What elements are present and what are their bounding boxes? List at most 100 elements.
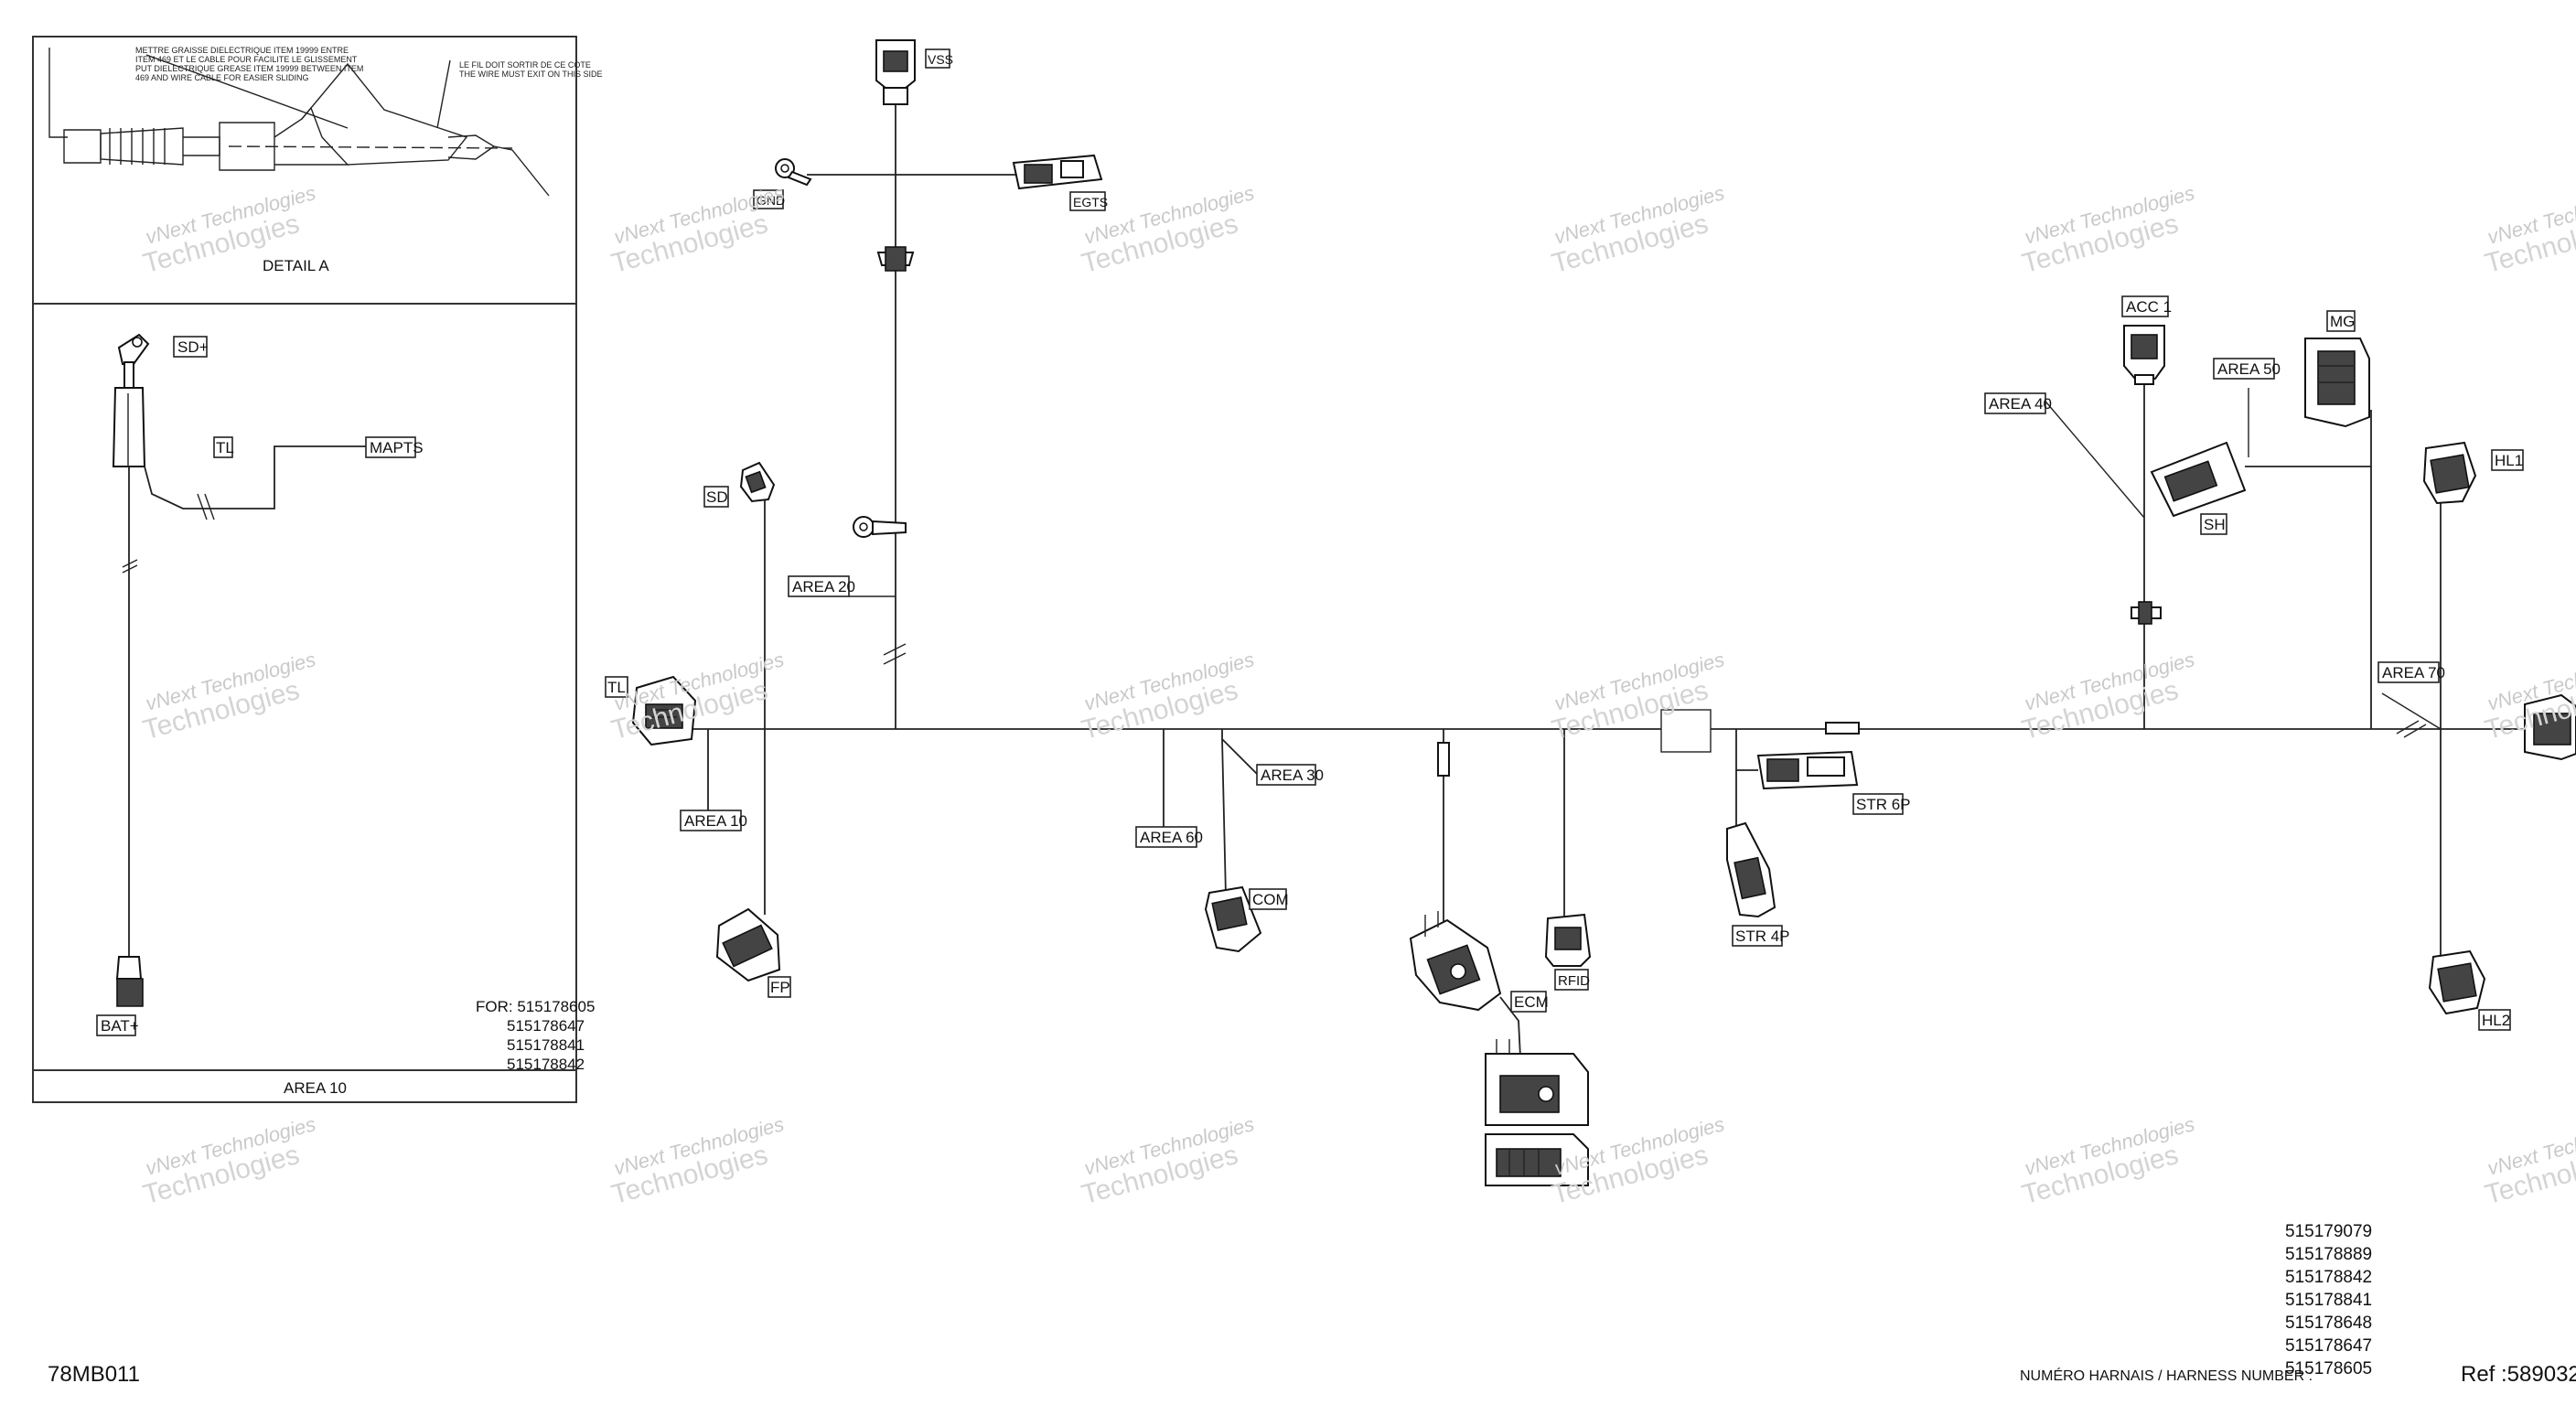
svg-text:ITEM 469 ET LE CABLE POUR FACI: ITEM 469 ET LE CABLE POUR FACILITE LE GL… xyxy=(135,55,358,64)
wire-clip-acc xyxy=(2131,601,2162,625)
splice-box xyxy=(1660,709,1712,753)
svg-text:TL: TL xyxy=(216,439,234,456)
svg-text:LE FIL DOIT SORTIR DE CE COTE: LE FIL DOIT SORTIR DE CE COTE xyxy=(459,60,591,70)
svg-text:COM: COM xyxy=(1252,891,1289,908)
svg-text:515178842: 515178842 xyxy=(507,1056,585,1073)
svg-text:AREA 10: AREA 10 xyxy=(684,812,747,830)
svg-text:THE WIRE MUST EXIT ON THIS SID: THE WIRE MUST EXIT ON THIS SIDE xyxy=(459,70,603,79)
reference-number: Ref :589032 xyxy=(2461,1362,2576,1387)
eyelet-terminal-area20 xyxy=(853,516,907,538)
footer: 78MB011 NUMÉRO HARNAIS / HARNESS NUMBER … xyxy=(48,1222,2576,1387)
label-bat-plus: BAT+ xyxy=(96,1014,139,1036)
wire-clip-vss xyxy=(876,246,915,272)
label-hl2: HL2 xyxy=(2478,1009,2511,1031)
detail-a-note-right: LE FIL DOIT SORTIR DE CE COTE THE WIRE M… xyxy=(459,60,603,79)
ecm-connector-middle xyxy=(1485,1039,1589,1126)
svg-text:AREA 30: AREA 30 xyxy=(1261,767,1324,784)
svg-text:SD+: SD+ xyxy=(177,338,209,356)
svg-text:515178647: 515178647 xyxy=(507,1017,585,1035)
label-rfid: RFID xyxy=(1554,969,1590,991)
area10-panel-drawing: SD+ TL MAPTS BAT+ FOR: 515178605 5151786… xyxy=(96,333,595,1097)
ecm-connector-upper xyxy=(1409,911,1502,1012)
label-area10: AREA 10 xyxy=(680,810,747,831)
svg-text:GND: GND xyxy=(757,193,785,208)
label-str6p: STR 6P xyxy=(1852,793,1911,815)
svg-text:ACC 1: ACC 1 xyxy=(2126,298,2172,316)
left-panel-frame xyxy=(32,36,577,1103)
right-edge-connector xyxy=(2524,693,2576,761)
label-com: COM xyxy=(1249,888,1289,910)
harness-number: 515178841 xyxy=(2285,1291,2372,1310)
label-acc1: ACC 1 xyxy=(2121,295,2172,317)
svg-text:AREA 20: AREA 20 xyxy=(792,578,855,595)
left-panel: METTRE GRAISSE DIELECTRIQUE ITEM 19999 E… xyxy=(32,36,603,1103)
svg-text:ECM: ECM xyxy=(1514,993,1549,1011)
ecm-connector-lower xyxy=(1485,1133,1589,1186)
label-str4p: STR 4P xyxy=(1732,925,1790,947)
label-vss: VSS xyxy=(925,48,953,69)
label-mg: MG xyxy=(2326,310,2356,332)
svg-text:MG: MG xyxy=(2330,313,2355,330)
fp-connector xyxy=(715,907,781,982)
label-area40: AREA 40 xyxy=(1984,392,2052,414)
svg-text:SH: SH xyxy=(2204,516,2226,533)
drawing-code: 78MB011 xyxy=(48,1362,140,1387)
svg-text:HL2: HL2 xyxy=(2482,1012,2510,1029)
com-connector xyxy=(1204,885,1262,953)
svg-text:EGTS: EGTS xyxy=(1073,195,1108,209)
svg-text:STR 6P: STR 6P xyxy=(1856,796,1911,813)
branch-area20: VSS GND EGTS xyxy=(753,39,1108,729)
harness-number: 515178648 xyxy=(2285,1314,2372,1333)
branch-ecm: ECM RFID xyxy=(1409,729,1592,1186)
branch-com: AREA 60 AREA 30 COM xyxy=(1135,729,1324,953)
label-tl: TL xyxy=(605,676,628,698)
svg-text:BAT+: BAT+ xyxy=(101,1017,139,1035)
area10-panel-title: AREA 10 xyxy=(284,1079,347,1097)
svg-text:AREA 40: AREA 40 xyxy=(1989,395,2052,413)
svg-text:HL1: HL1 xyxy=(2495,452,2523,469)
hl1-connector xyxy=(2422,441,2477,505)
detail-a-title: DETAIL A xyxy=(263,257,329,274)
harness-number: 515178605 xyxy=(2285,1359,2372,1378)
svg-text:METTRE GRAISSE DIELECTRIQUE IT: METTRE GRAISSE DIELECTRIQUE ITEM 19999 E… xyxy=(135,46,349,55)
detail-a-drawing: METTRE GRAISSE DIELECTRIQUE ITEM 19999 E… xyxy=(48,46,603,274)
harness-number: 515178647 xyxy=(2285,1336,2372,1356)
branch-hl: HL1 AREA 70 HL2 xyxy=(2377,441,2576,1031)
harness-number: 515178842 xyxy=(2285,1268,2372,1287)
sh-connector xyxy=(2150,441,2247,518)
bat-plus-terminal xyxy=(115,956,143,980)
svg-text:MAPTS: MAPTS xyxy=(370,439,424,456)
egts-connector xyxy=(1012,154,1103,190)
label-area60: AREA 60 xyxy=(1135,826,1203,848)
label-hl1: HL1 xyxy=(2491,449,2524,471)
svg-text:515178841: 515178841 xyxy=(507,1036,585,1054)
rfid-connector xyxy=(1544,913,1592,967)
hl2-connector xyxy=(2428,949,2486,1015)
sd-connector xyxy=(739,461,776,503)
svg-text:TL: TL xyxy=(607,679,626,696)
label-fp: FP xyxy=(767,976,791,998)
svg-text:FP: FP xyxy=(770,979,790,996)
ecm-sleeve xyxy=(1437,742,1450,777)
label-sd: SD xyxy=(703,486,729,508)
harness-number: 515178889 xyxy=(2285,1245,2372,1264)
label-tl-panel: TL xyxy=(213,436,234,458)
for-list: FOR: 515178605 515178647 515178841 51517… xyxy=(476,998,595,1073)
svg-text:AREA 70: AREA 70 xyxy=(2382,664,2445,681)
vss-connector xyxy=(875,39,916,105)
label-sd-plus: SD+ xyxy=(173,336,209,358)
label-sh: SH xyxy=(2200,513,2227,535)
